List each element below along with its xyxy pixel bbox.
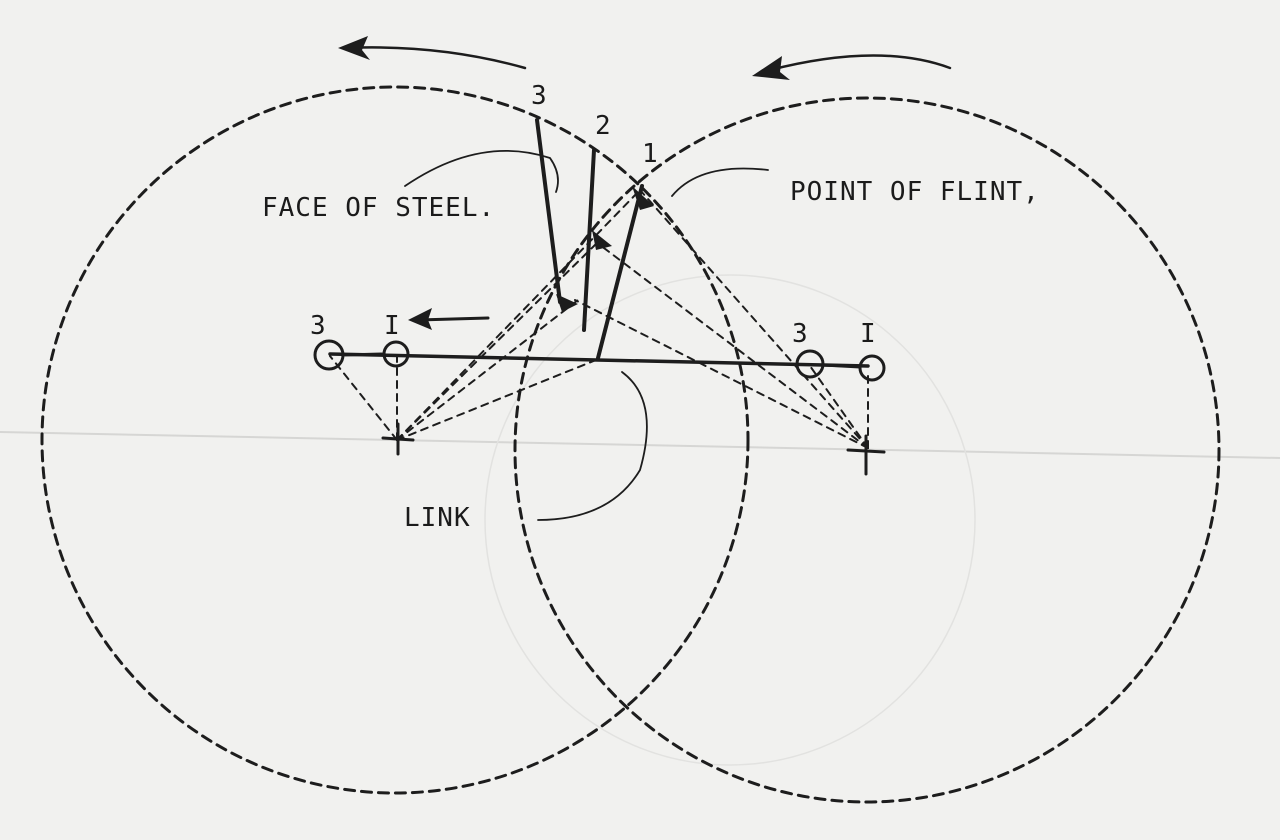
steel-position-2-label: 2	[595, 111, 611, 141]
right-fixed-pivot-cross	[846, 434, 886, 476]
steel-position-3	[535, 118, 562, 304]
right-pivot-3-label: 3	[792, 319, 808, 349]
flint-arrowhead-3	[556, 294, 578, 312]
motion-arrow	[408, 308, 490, 330]
right-swing-circle	[513, 96, 1221, 804]
steel-position-1	[596, 184, 644, 360]
point-of-flint-leader	[671, 167, 769, 197]
right-pivot-1-label: I	[860, 319, 876, 349]
rotation-arrow-right	[752, 54, 952, 80]
left-pivot-1-label: I	[384, 311, 400, 341]
left-pivot-3-label: 3	[310, 311, 326, 341]
steel-position-1-label: 1	[642, 139, 658, 169]
flint-arrowhead-1	[632, 186, 654, 210]
steel-face-positions	[535, 118, 644, 360]
face-of-steel-label: FACE OF STEEL.	[262, 193, 495, 223]
point-of-flint-label: POINT OF FLINT,	[790, 177, 1040, 207]
faint-pencil-circle	[484, 274, 976, 766]
face-of-steel-leader	[404, 149, 559, 193]
right-pivot-pos-1	[858, 354, 886, 382]
link-label: LINK	[404, 503, 471, 533]
left-swing-circle	[40, 85, 750, 795]
rotation-arrow-left	[338, 36, 527, 70]
link-leader	[537, 371, 648, 521]
left-construction-lines	[329, 189, 641, 441]
right-construction-lines	[574, 189, 869, 449]
link-bar	[328, 352, 870, 368]
left-fixed-pivot-cross	[381, 422, 415, 456]
steel-position-3-label: 3	[531, 81, 547, 111]
paper-crease	[0, 431, 1280, 459]
steel-position-2	[582, 148, 596, 332]
flint-arrowhead-2	[592, 230, 612, 250]
